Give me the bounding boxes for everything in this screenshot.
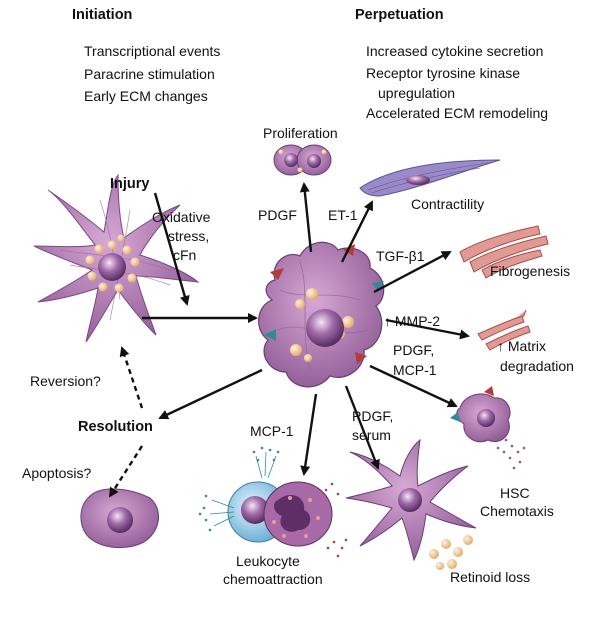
leukocyte-label: Leukocyte — [236, 553, 300, 569]
leukocyte-label: chemoattraction — [223, 571, 323, 587]
resolution-arrow — [158, 368, 263, 420]
retinoid-droplets — [429, 535, 473, 570]
pdgf-serum-label: PDGF, — [352, 408, 393, 424]
activated-nucleus — [306, 309, 344, 347]
oxidative-label: Oxidative — [152, 209, 211, 225]
injury-label: Injury — [110, 176, 149, 192]
red-chemokine-dots — [324, 482, 348, 558]
initiation-item: Transcriptional events — [84, 43, 220, 59]
proliferation-arrow — [299, 182, 313, 253]
pdgf-mcp1-label: PDGF, — [393, 342, 434, 358]
initiation-block: Initiation Transcriptional events Paracr… — [72, 7, 220, 104]
injury-arrow — [153, 192, 190, 306]
fibrogenesis-arrow — [373, 250, 452, 294]
oxidative-label: cFn — [173, 247, 196, 263]
proliferation-label: Proliferation — [263, 125, 338, 141]
contractile-cell — [359, 159, 501, 197]
retinoid-label: Retinoid loss — [450, 569, 530, 585]
matrix-label: degradation — [500, 358, 574, 374]
mmp2-label: ↑ MMP-2 — [384, 313, 440, 329]
leukocyte-arrow — [300, 393, 318, 476]
fibrogenesis-label: Fibrogenesis — [490, 263, 570, 279]
receptor-teal — [372, 281, 384, 291]
pdgf-label: PDGF — [258, 207, 297, 223]
perpetuation-title: Perpetuation — [355, 7, 444, 23]
initiation-item: Paracrine stimulation — [84, 66, 215, 82]
receptor-red — [270, 268, 284, 280]
stellate-nucleus — [98, 253, 126, 281]
contractility-label: Contractility — [411, 196, 484, 212]
perpetuation-block: Perpetuation Increased cytokine secretio… — [355, 7, 548, 121]
initiation-title: Initiation — [72, 7, 132, 23]
reversion-arrow — [119, 346, 144, 409]
perpetuation-item: Increased cytokine secretion — [366, 43, 543, 59]
tgf-label: TGF-β1 — [376, 248, 425, 264]
lipid-droplets — [85, 234, 140, 293]
apoptotic-cell — [80, 488, 159, 548]
chemokine-dots — [198, 446, 280, 532]
pdgf-serum-label: serum — [352, 427, 391, 443]
perpetuation-item: Receptor tyrosine kinase — [366, 65, 520, 81]
hsc-chemotaxis-label: Chemotaxis — [480, 503, 554, 519]
proliferating-cells — [273, 144, 332, 176]
perpetuation-item: Accelerated ECM remodeling — [366, 105, 548, 121]
resolution-label: Resolution — [78, 419, 153, 435]
degraded-matrix-fibers — [477, 309, 531, 351]
reversion-label: Reversion? — [30, 373, 101, 389]
quiescent-stellate-cell — [33, 173, 200, 343]
collagen-fibers — [459, 225, 549, 279]
contractility-arrow — [340, 200, 374, 263]
chemotaxis-arrow — [369, 364, 458, 408]
hsc-chemotaxis-label: HSC — [500, 485, 530, 501]
retinoid-losing-cell — [345, 438, 477, 562]
leukocyte-group — [227, 481, 333, 547]
oxidative-label: stress, — [168, 228, 209, 244]
mcp1-label: MCP-1 — [250, 423, 294, 439]
receptor-red — [355, 352, 367, 364]
activated-stellate-cell — [258, 241, 385, 388]
apoptosis-label: Apoptosis? — [22, 465, 91, 481]
initiation-item: Early ECM changes — [84, 88, 208, 104]
matrix-label: ↑ Matrix — [497, 338, 546, 354]
receptor-teal — [264, 329, 276, 341]
chemotaxis-cell — [450, 386, 526, 470]
labels: Proliferation Injury Oxidative stress, c… — [22, 125, 574, 587]
apoptosis-arrow — [108, 445, 144, 498]
pdgf-mcp1-label: MCP-1 — [393, 362, 437, 378]
mmp-arrow — [385, 318, 470, 340]
perpetuation-item: upregulation — [378, 85, 455, 101]
retinoid-arrow — [344, 385, 380, 470]
arrows — [108, 182, 470, 498]
et1-label: ET-1 — [328, 207, 358, 223]
